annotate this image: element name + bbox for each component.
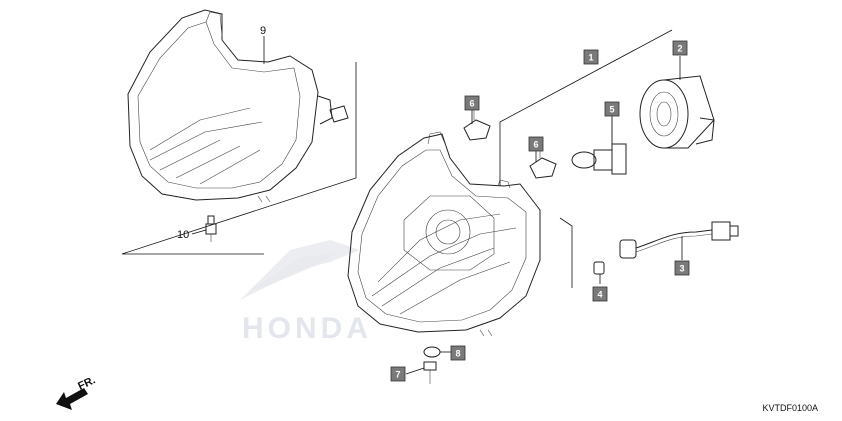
- callout-5: 5: [604, 101, 620, 117]
- position-bulb-part-4: [593, 261, 605, 275]
- leader-10: [191, 229, 207, 235]
- socket-harness-part-3: [619, 221, 739, 259]
- grommet-part-8: [423, 346, 441, 358]
- svg-text:4: 4: [597, 290, 602, 300]
- svg-text:1: 1: [588, 53, 593, 63]
- callout-10: 10: [177, 229, 189, 241]
- svg-text:2: 2: [677, 44, 682, 54]
- svg-text:6: 6: [469, 99, 474, 109]
- panel-outline-upper-left: [121, 62, 357, 255]
- honda-watermark: HONDA: [240, 240, 372, 345]
- front-direction-arrow: FR.: [56, 374, 97, 410]
- watermark-text: HONDA: [242, 312, 372, 345]
- headlight-bulb-part-5: [571, 118, 627, 175]
- callout-4: 4: [592, 286, 608, 302]
- callout-6-lower: 6: [528, 136, 544, 152]
- rubber-clip-upper: [463, 108, 491, 141]
- group-bracket-1: [499, 29, 673, 186]
- callout-6-upper: 6: [464, 95, 480, 111]
- screw-part-7: [423, 361, 437, 384]
- callout-8: 8: [450, 345, 466, 361]
- bulb-socket-part-10: [205, 215, 217, 242]
- headlight-assembly-small: [127, 9, 349, 203]
- dust-cover-part-2: [639, 75, 715, 149]
- callout-3: 3: [674, 260, 690, 276]
- direction-label: FR.: [76, 374, 97, 392]
- callout-2: 2: [672, 40, 688, 56]
- svg-text:5: 5: [609, 105, 614, 115]
- svg-text:6: 6: [533, 140, 538, 150]
- svg-text:7: 7: [395, 370, 400, 380]
- svg-text:8: 8: [455, 349, 460, 359]
- callout-9: 9: [260, 25, 266, 37]
- drawing-code: KVTDF0100A: [762, 403, 818, 413]
- callout-1: 1: [583, 49, 599, 65]
- group-bracket-3: [559, 217, 573, 288]
- headlight-assembly-main: [347, 131, 541, 337]
- callout-7: 7: [390, 366, 406, 382]
- leader-7: [405, 367, 425, 375]
- svg-text:3: 3: [679, 264, 684, 274]
